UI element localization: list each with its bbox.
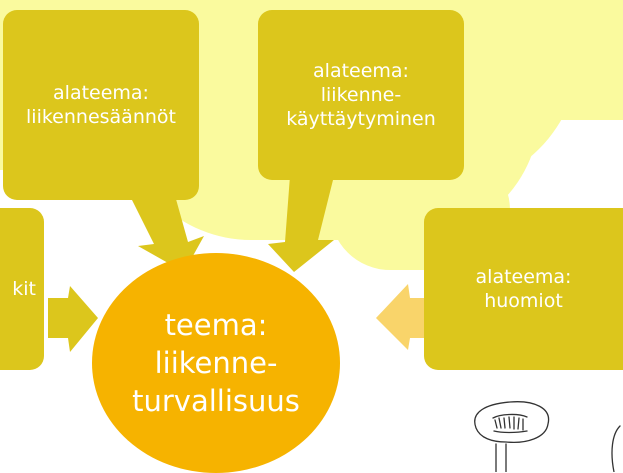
arrow-down-icon [268, 176, 334, 272]
subtopic-label: alateema: [53, 82, 149, 104]
subtopic-box-partial: kit [0, 208, 44, 370]
subtopic-box-liikennesaannot: alateema: liikennesäännöt [3, 10, 199, 200]
central-topic-label: turvallisuus [132, 384, 300, 418]
subtopic-label: alateema: [313, 60, 409, 82]
subtopic-box-liikennekayttaytyminen: alateema: liikenne- käyttäytyminen [258, 10, 464, 180]
arrow-left-icon [376, 284, 424, 350]
subtopic-box-huomiot: alateema: huomiot [424, 208, 623, 370]
subtopic-label: liikenne- [320, 84, 402, 106]
subtopic-label: kit [12, 278, 36, 300]
arrow-down-icon [128, 192, 204, 272]
arrow-right-icon [48, 286, 98, 352]
central-topic-label: teema: [164, 308, 268, 342]
subtopic-label: liikennesäännöt [26, 106, 176, 128]
central-topic-label: liikenne- [154, 346, 278, 380]
central-topic-circle: teema: liikenne- turvallisuus [92, 253, 340, 473]
subtopic-label: alateema: [475, 266, 572, 288]
subtopic-label: käyttäytyminen [286, 108, 436, 130]
subtopic-label: huomiot [484, 290, 563, 312]
